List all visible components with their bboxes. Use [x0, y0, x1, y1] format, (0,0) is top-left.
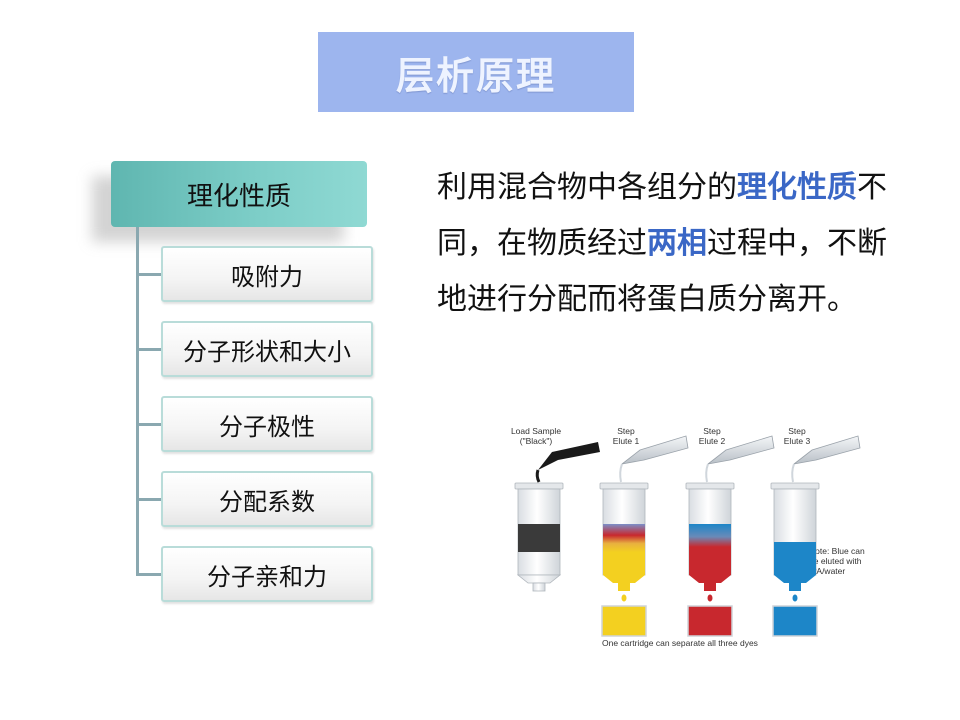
tree-branch-line — [136, 348, 162, 351]
child-node-label: 吸附力 — [231, 262, 303, 291]
root-node-label: 理化性质 — [186, 181, 291, 212]
sample-pour-icon — [538, 442, 600, 470]
sample-stream-icon — [535, 469, 541, 483]
cartridge-load — [514, 482, 564, 592]
tree-branch-line — [136, 573, 162, 576]
highlight-physchem: 理化性质 — [737, 170, 857, 205]
child-node-label: 分子亲和力 — [207, 562, 327, 591]
label-black: ("Black") — [520, 436, 553, 446]
child-node-label: 分子形状和大小 — [183, 337, 351, 366]
child-node-shape-size: 分子形状和大小 — [161, 321, 373, 377]
highlight-two-phase: 两相 — [647, 226, 707, 261]
pipette-icon — [707, 435, 775, 465]
label-elute-2: Elute 2 — [699, 436, 726, 446]
pipette-stream-icon — [619, 463, 623, 483]
label-elute-3: Elute 3 — [784, 436, 811, 446]
tree-branch-line — [136, 423, 162, 426]
tree-branch-line — [136, 498, 162, 501]
child-node-label: 分子极性 — [219, 412, 315, 441]
label-elute-1: Elute 1 — [613, 436, 640, 446]
tree-trunk-line — [136, 227, 139, 576]
child-node-label: 分配系数 — [219, 487, 315, 516]
title-banner: 层析原理 — [318, 32, 634, 112]
child-node-partition: 分配系数 — [161, 471, 373, 527]
pipette-icon — [793, 435, 861, 465]
cartridge-elute-2 — [685, 482, 735, 637]
label-step: Step — [617, 426, 635, 436]
note-line: IPA/water — [809, 566, 845, 576]
label-load-sample: Load Sample — [511, 426, 561, 436]
description-part: 过程中，不断地进行分配而将蛋白质分离开。 — [437, 226, 887, 317]
description-text: 利用混合物中各组分的理化性质不同，在物质经过两相过程中，不断地进行分配而将蛋白质… — [437, 160, 897, 328]
tree-branch-line — [136, 273, 162, 276]
label-step: Step — [788, 426, 806, 436]
pipette-stream-icon — [791, 463, 795, 483]
pipette-icon — [621, 435, 689, 465]
pipette-stream-icon — [705, 463, 709, 483]
child-node-adsorption: 吸附力 — [161, 246, 373, 302]
cartridge-elute-1 — [599, 482, 649, 637]
chromatography-figure: Load Sample ("Black") Step Elute 1 Step … — [511, 426, 865, 648]
figure-caption: One cartridge can separate all three dye… — [602, 638, 758, 648]
note-line: Note: Blue can — [809, 546, 865, 556]
description-part: 利用混合物中各组分的 — [437, 170, 737, 205]
description-part: 不同，在物质经过 — [437, 170, 887, 261]
child-node-polarity: 分子极性 — [161, 396, 373, 452]
note-line: be eluted with — [809, 556, 862, 566]
label-step: Step — [703, 426, 721, 436]
child-node-affinity: 分子亲和力 — [161, 546, 373, 602]
page-title: 层析原理 — [395, 53, 556, 98]
root-node: 理化性质 — [111, 161, 367, 227]
cartridge-elute-3 — [770, 482, 820, 637]
